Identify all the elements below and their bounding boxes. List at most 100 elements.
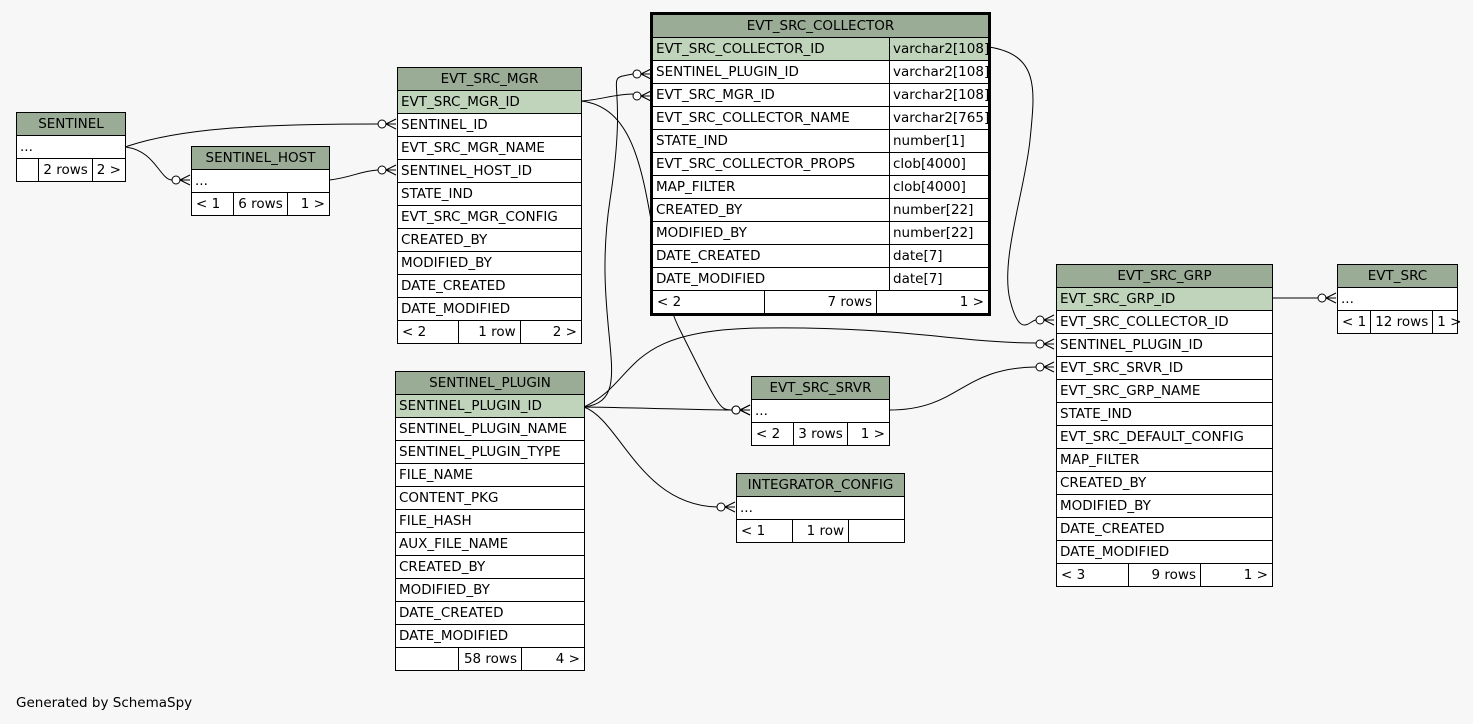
- parents-count[interactable]: < 2: [756, 426, 781, 442]
- table-column[interactable]: ...: [1338, 288, 1457, 311]
- primary-key-column[interactable]: SENTINEL_PLUGIN_ID: [396, 395, 584, 418]
- table-column[interactable]: MODIFIED_BY: [398, 252, 581, 275]
- table-header[interactable]: EVT_SRC_COLLECTOR: [653, 15, 988, 38]
- crows-foot-icon: [385, 164, 397, 176]
- primary-key-column[interactable]: EVT_SRC_GRP_ID: [1057, 288, 1272, 311]
- table-column[interactable]: ...: [192, 170, 329, 193]
- parents-count[interactable]: < 1: [741, 523, 766, 539]
- table-column[interactable]: ...: [737, 497, 904, 520]
- table-column[interactable]: DATE_MODIFIED: [396, 625, 584, 648]
- column-name: DATE_CREATED: [1060, 521, 1165, 537]
- parents-count[interactable]: < 2: [657, 294, 682, 310]
- children-count[interactable]: 2 >: [91, 159, 125, 181]
- table-column[interactable]: DATE_CREATED: [398, 275, 581, 298]
- table-column[interactable]: AUX_FILE_NAME: [396, 533, 584, 556]
- parents-count[interactable]: [17, 159, 38, 181]
- table-column[interactable]: CREATED_BY: [396, 556, 584, 579]
- children-count[interactable]: 1 >: [876, 291, 988, 313]
- table-column[interactable]: STATE_IND: [398, 183, 581, 206]
- table-header[interactable]: EVT_SRC: [1338, 265, 1457, 288]
- table-header[interactable]: INTEGRATOR_CONFIG: [737, 474, 904, 497]
- column-type: varchar2[108]: [889, 84, 989, 106]
- column-name: SENTINEL_HOST_ID: [401, 163, 533, 179]
- table-column[interactable]: SENTINEL_HOST_ID: [398, 160, 581, 183]
- table-column[interactable]: EVT_SRC_DEFAULT_CONFIG: [1057, 426, 1272, 449]
- table-column[interactable]: ...: [752, 400, 889, 423]
- table-column[interactable]: FILE_HASH: [396, 510, 584, 533]
- table-column[interactable]: DATE_MODIFIED: [398, 298, 581, 321]
- table-column[interactable]: FILE_NAME: [396, 464, 584, 487]
- children-count[interactable]: 2 >: [519, 321, 581, 343]
- primary-key-column[interactable]: EVT_SRC_MGR_ID: [398, 91, 581, 114]
- table-column[interactable]: EVT_SRC_GRP_NAME: [1057, 380, 1272, 403]
- children-count[interactable]: [848, 520, 904, 542]
- parents-count[interactable]: < 2: [402, 324, 427, 340]
- table-column[interactable]: ...: [17, 136, 125, 159]
- table-column[interactable]: STATE_IND: [1057, 403, 1272, 426]
- table-column[interactable]: CREATED_BY: [1057, 472, 1272, 495]
- column-name: CREATED_BY: [399, 559, 486, 575]
- table-column[interactable]: DATE_CREATED: [1057, 518, 1272, 541]
- table-column[interactable]: EVT_SRC_MGR_NAME: [398, 137, 581, 160]
- table-header[interactable]: EVT_SRC_GRP: [1057, 265, 1272, 288]
- relationship-edge: [583, 68, 652, 408]
- table-column[interactable]: EVT_SRC_MGR_CONFIG: [398, 206, 581, 229]
- table-header[interactable]: SENTINEL: [17, 113, 125, 136]
- edge-line: [328, 169, 379, 181]
- table-column[interactable]: EVT_SRC_COLLECTOR_ID: [1057, 311, 1272, 334]
- children-count[interactable]: 1 >: [1200, 564, 1272, 586]
- table-column[interactable]: CONTENT_PKG: [396, 487, 584, 510]
- children-count[interactable]: 1 >: [286, 193, 329, 215]
- parents-count[interactable]: < 3: [1061, 567, 1086, 583]
- optional-circle-icon: [171, 175, 181, 185]
- table-column[interactable]: SENTINEL_PLUGIN_TYPE: [396, 441, 584, 464]
- table-header[interactable]: SENTINEL_HOST: [192, 147, 329, 170]
- optional-circle-icon: [377, 165, 387, 175]
- children-count[interactable]: 1 >: [1432, 311, 1465, 333]
- table-column[interactable]: CREATED_BY: [398, 229, 581, 252]
- column-name: SENTINEL_PLUGIN_ID: [656, 64, 799, 80]
- table-column[interactable]: MODIFIED_BY: [396, 579, 584, 602]
- table-column[interactable]: SENTINEL_PLUGIN_NAME: [396, 418, 584, 441]
- parents-count[interactable]: [396, 648, 458, 670]
- table-header[interactable]: EVT_SRC_SRVR: [752, 377, 889, 400]
- column-name: STATE_IND: [401, 186, 473, 202]
- parents-count[interactable]: < 1: [196, 196, 221, 212]
- table-column[interactable]: DATE_MODIFIED: [1057, 541, 1272, 564]
- table-column[interactable]: MAP_FILTER: [1057, 449, 1272, 472]
- parents-count[interactable]: < 1: [1342, 314, 1367, 330]
- table-header[interactable]: SENTINEL_PLUGIN: [396, 372, 584, 395]
- table-column[interactable]: EVT_SRC_SRVR_ID: [1057, 357, 1272, 380]
- table-column[interactable]: MODIFIED_BY: [1057, 495, 1272, 518]
- children-count[interactable]: 1 >: [846, 423, 889, 445]
- table-header[interactable]: EVT_SRC_MGR: [398, 68, 581, 91]
- relationship-edge: [583, 327, 1055, 408]
- table-column[interactable]: DATE_CREATED: [396, 602, 584, 625]
- relationship-edge: [583, 404, 751, 416]
- column-name: DATE_CREATED: [656, 248, 761, 264]
- table-column[interactable]: SENTINEL_PLUGIN_ID: [1057, 334, 1272, 357]
- column-name: FILE_HASH: [399, 513, 472, 529]
- children-count[interactable]: 4 >: [521, 648, 584, 670]
- table-column[interactable]: SENTINEL_ID: [398, 114, 581, 137]
